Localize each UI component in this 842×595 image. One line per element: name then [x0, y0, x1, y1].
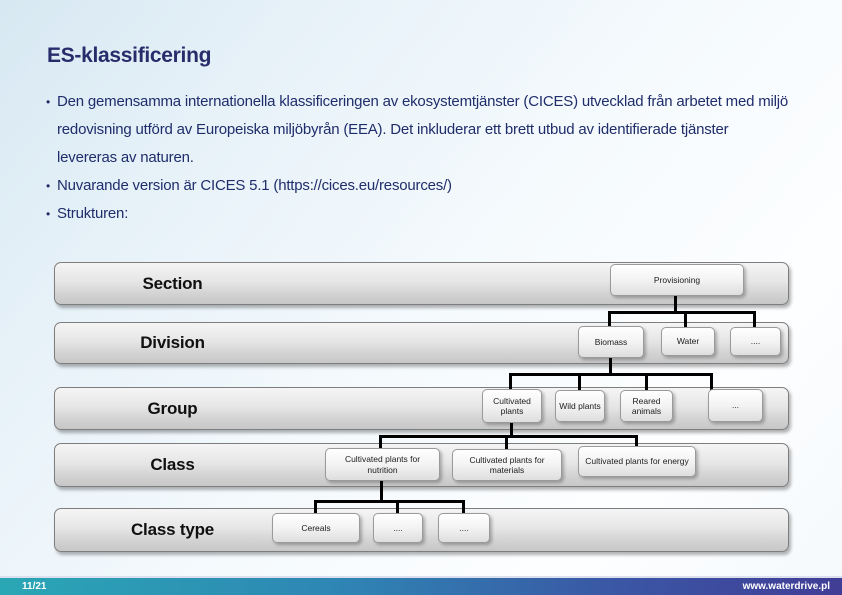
page-number: 11/21 — [22, 581, 47, 592]
bullet-list: • Den gemensamma internationella klassif… — [46, 88, 789, 228]
bullet-text: redovisning utförd av Europeiska miljöby… — [57, 121, 729, 138]
connector-line — [509, 373, 512, 390]
connector-line — [578, 373, 581, 391]
footer-bar: 11/21 www.waterdrive.pl — [0, 578, 842, 595]
bullet-text: Nuvarande version är CICES 5.1 (https://… — [57, 177, 452, 194]
footer-url: www.waterdrive.pl — [742, 581, 830, 592]
connector-line — [608, 311, 611, 327]
bullet-marker: • — [46, 179, 51, 193]
connector-line — [505, 435, 508, 450]
connector-line — [314, 500, 317, 514]
node-cereals: Cereals — [272, 513, 360, 543]
connector-line — [510, 422, 513, 438]
node-cultivated-plants: Cultivated plants — [482, 389, 542, 423]
node-cultivated-plants-materials: Cultivated plants for materials — [452, 449, 562, 481]
node-division-ellipsis: .... — [730, 327, 781, 356]
connector-line — [684, 311, 687, 328]
connector-line — [509, 373, 713, 376]
node-biomass: Biomass — [578, 326, 644, 358]
connector-line — [396, 500, 399, 514]
bullet-marker — [46, 116, 57, 144]
row-label: Class — [150, 455, 195, 474]
node-cultivated-plants-nutrition: Cultivated plants for nutrition — [325, 448, 440, 481]
connector-line — [753, 311, 756, 328]
connector-line — [674, 296, 677, 313]
connector-line — [608, 311, 756, 314]
node-provisioning: Provisioning — [610, 264, 744, 296]
page-title: ES-klassificering — [47, 44, 212, 67]
bullet-marker: • — [46, 95, 51, 109]
connector-line — [462, 500, 465, 514]
bullet-text: levereras av naturen. — [57, 149, 194, 166]
node-classtype-ellipsis-1: .... — [373, 513, 423, 543]
row-label: Class type — [130, 520, 215, 539]
node-classtype-ellipsis-2: .... — [438, 513, 490, 543]
node-wild-plants: Wild plants — [555, 390, 605, 422]
bullet-marker: • — [46, 207, 51, 221]
row-label: Group — [147, 398, 198, 418]
row-label: Section — [142, 273, 203, 293]
node-reared-animals: Reared animals — [620, 390, 673, 422]
bullet-line: • Nuvarande version är CICES 5.1 (https:… — [46, 172, 786, 200]
node-water: Water — [661, 327, 715, 356]
connector-line — [635, 435, 638, 447]
bullet-text: Den gemensamma internationella klassific… — [57, 93, 789, 110]
bullet-line: • Strukturen: — [46, 200, 786, 228]
node-cultivated-plants-energy: Cultivated plants for energy — [578, 446, 696, 477]
connector-line — [645, 373, 648, 391]
connector-line — [314, 500, 465, 503]
bullet-text: Strukturen: — [57, 205, 129, 222]
bullet-marker — [46, 144, 57, 172]
bullet-line: redovisning utförd av Europeiska miljöby… — [46, 116, 786, 144]
row-label: Division — [140, 333, 205, 352]
row-bar-group: Group — [54, 387, 789, 430]
bullet-line: • Den gemensamma internationella klassif… — [46, 88, 789, 116]
connector-line — [710, 373, 713, 390]
footer-divider — [0, 576, 842, 578]
connector-line — [380, 480, 383, 502]
connector-line — [379, 435, 382, 449]
connector-line — [609, 357, 612, 375]
connector-line — [379, 435, 638, 438]
bullet-line: levereras av naturen. — [46, 144, 786, 172]
node-group-ellipsis: ... — [708, 389, 763, 422]
